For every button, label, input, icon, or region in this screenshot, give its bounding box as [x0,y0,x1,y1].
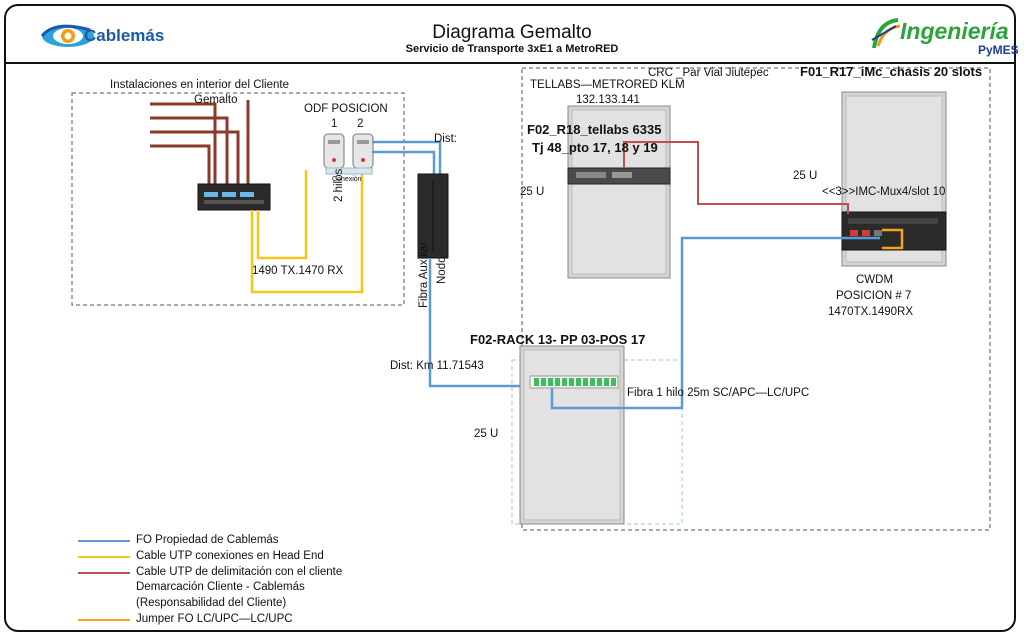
legend-item-fo: FO Propiedad de Cablemás [136,534,279,546]
legend-item-demarcacion: Demarcación Cliente - Cablemás [136,581,305,593]
odf-port-2: 2 [357,118,364,130]
cwdm-pos: POSICION # 7 [836,290,912,302]
fiber-rack13-rack17 [550,236,880,410]
cwdm-label: CWDM [856,274,894,286]
fibra-auxiliar-label: Fibra Auxiliar [418,241,430,308]
legend-item-utp-headend: Cable UTP conexiones en Head End [136,550,324,562]
legend-item-jumper: Jumper FO LC/UPC—LC/UPC [136,613,293,625]
ingenieria-logo-icon [871,18,901,49]
odf-device-2-icon [352,133,374,169]
brand-right-sub: PyMES [978,43,1019,57]
nodo-cabinet-icon [417,173,449,259]
utp-client-cable [623,141,849,214]
nodo-label: Nodo [436,256,448,285]
rack18-title: F02_R18_tellabs 6335 [527,122,662,137]
dist-km-label: Dist: Km 11.71543 [390,360,484,372]
crc-label: CRC _Par Vial Jiutepec [648,67,769,79]
cablemas-logo-icon [40,24,94,47]
page-title: Diagrama Gemalto [432,22,592,43]
utp-headend-cable-b [250,170,364,294]
fiber-odf-nodo-b [372,150,436,176]
utp-headend-cable-a [256,170,308,260]
header-divider [4,62,1016,64]
rack13-title: F02-RACK 13- PP 03-POS 17 [470,332,646,347]
tellabs-label: TELLABS—METRORED KLM [530,79,685,91]
rack17-slot: <<3>>IMC-Mux4/slot 10 [822,186,946,198]
fiber-odf-nodo-a [372,140,442,176]
odf-port-1: 1 [331,118,338,130]
dist-label: Dist: [434,133,457,145]
brand-left: Cablemás [84,26,165,45]
odf-label: ODF POSICION [304,103,388,115]
rack18-sub: Tj 48_pto 17, 18 y 19 [532,140,658,155]
rack13-units: 25 U [474,428,499,440]
cwdm-txrx: 1470TX.1490RX [828,306,914,318]
brand-right: Ingeniería [900,18,1009,44]
legend-item-utp-client: Cable UTP de delimitación con el cliente [136,566,343,578]
diagram-frame [4,4,1016,632]
legend-item-responsabilidad: (Responsabilidad del Cliente) [136,597,287,609]
page-subtitle: Servicio de Transporte 3xE1 a MetroRED [405,43,619,55]
fibra-hilo-label: Fibra 1 hilo 25m SC/APC—LC/UPC [627,387,810,399]
jumper-fo-cable [882,228,904,250]
tx-rx-label: 1490 TX.1470 RX [252,265,344,277]
odf-device-1-icon [323,133,345,169]
ip-label: 132.133.141 [576,94,640,106]
client-area-box [71,92,405,306]
hilos-label: 2 hilos [333,168,345,202]
gemalto-switch-icon [197,183,271,211]
rack-17-icon [841,91,947,267]
crc-area-box [521,67,991,531]
conexion-label: Conexión [332,176,362,183]
rack-18-icon [567,105,671,279]
rack18-units: 25 U [520,186,545,198]
client-area-label: Instalaciones en interior del Cliente [110,79,289,91]
gemalto-label: Gemalto [194,94,238,106]
fiber-nodo-rack13 [428,258,550,388]
gemalto-cables [150,100,250,186]
rack-13-icon [519,345,625,525]
rack17-units: 25 U [793,170,818,182]
rack17-title: F01_R17_iMc_chasis 20 slots [800,64,983,79]
